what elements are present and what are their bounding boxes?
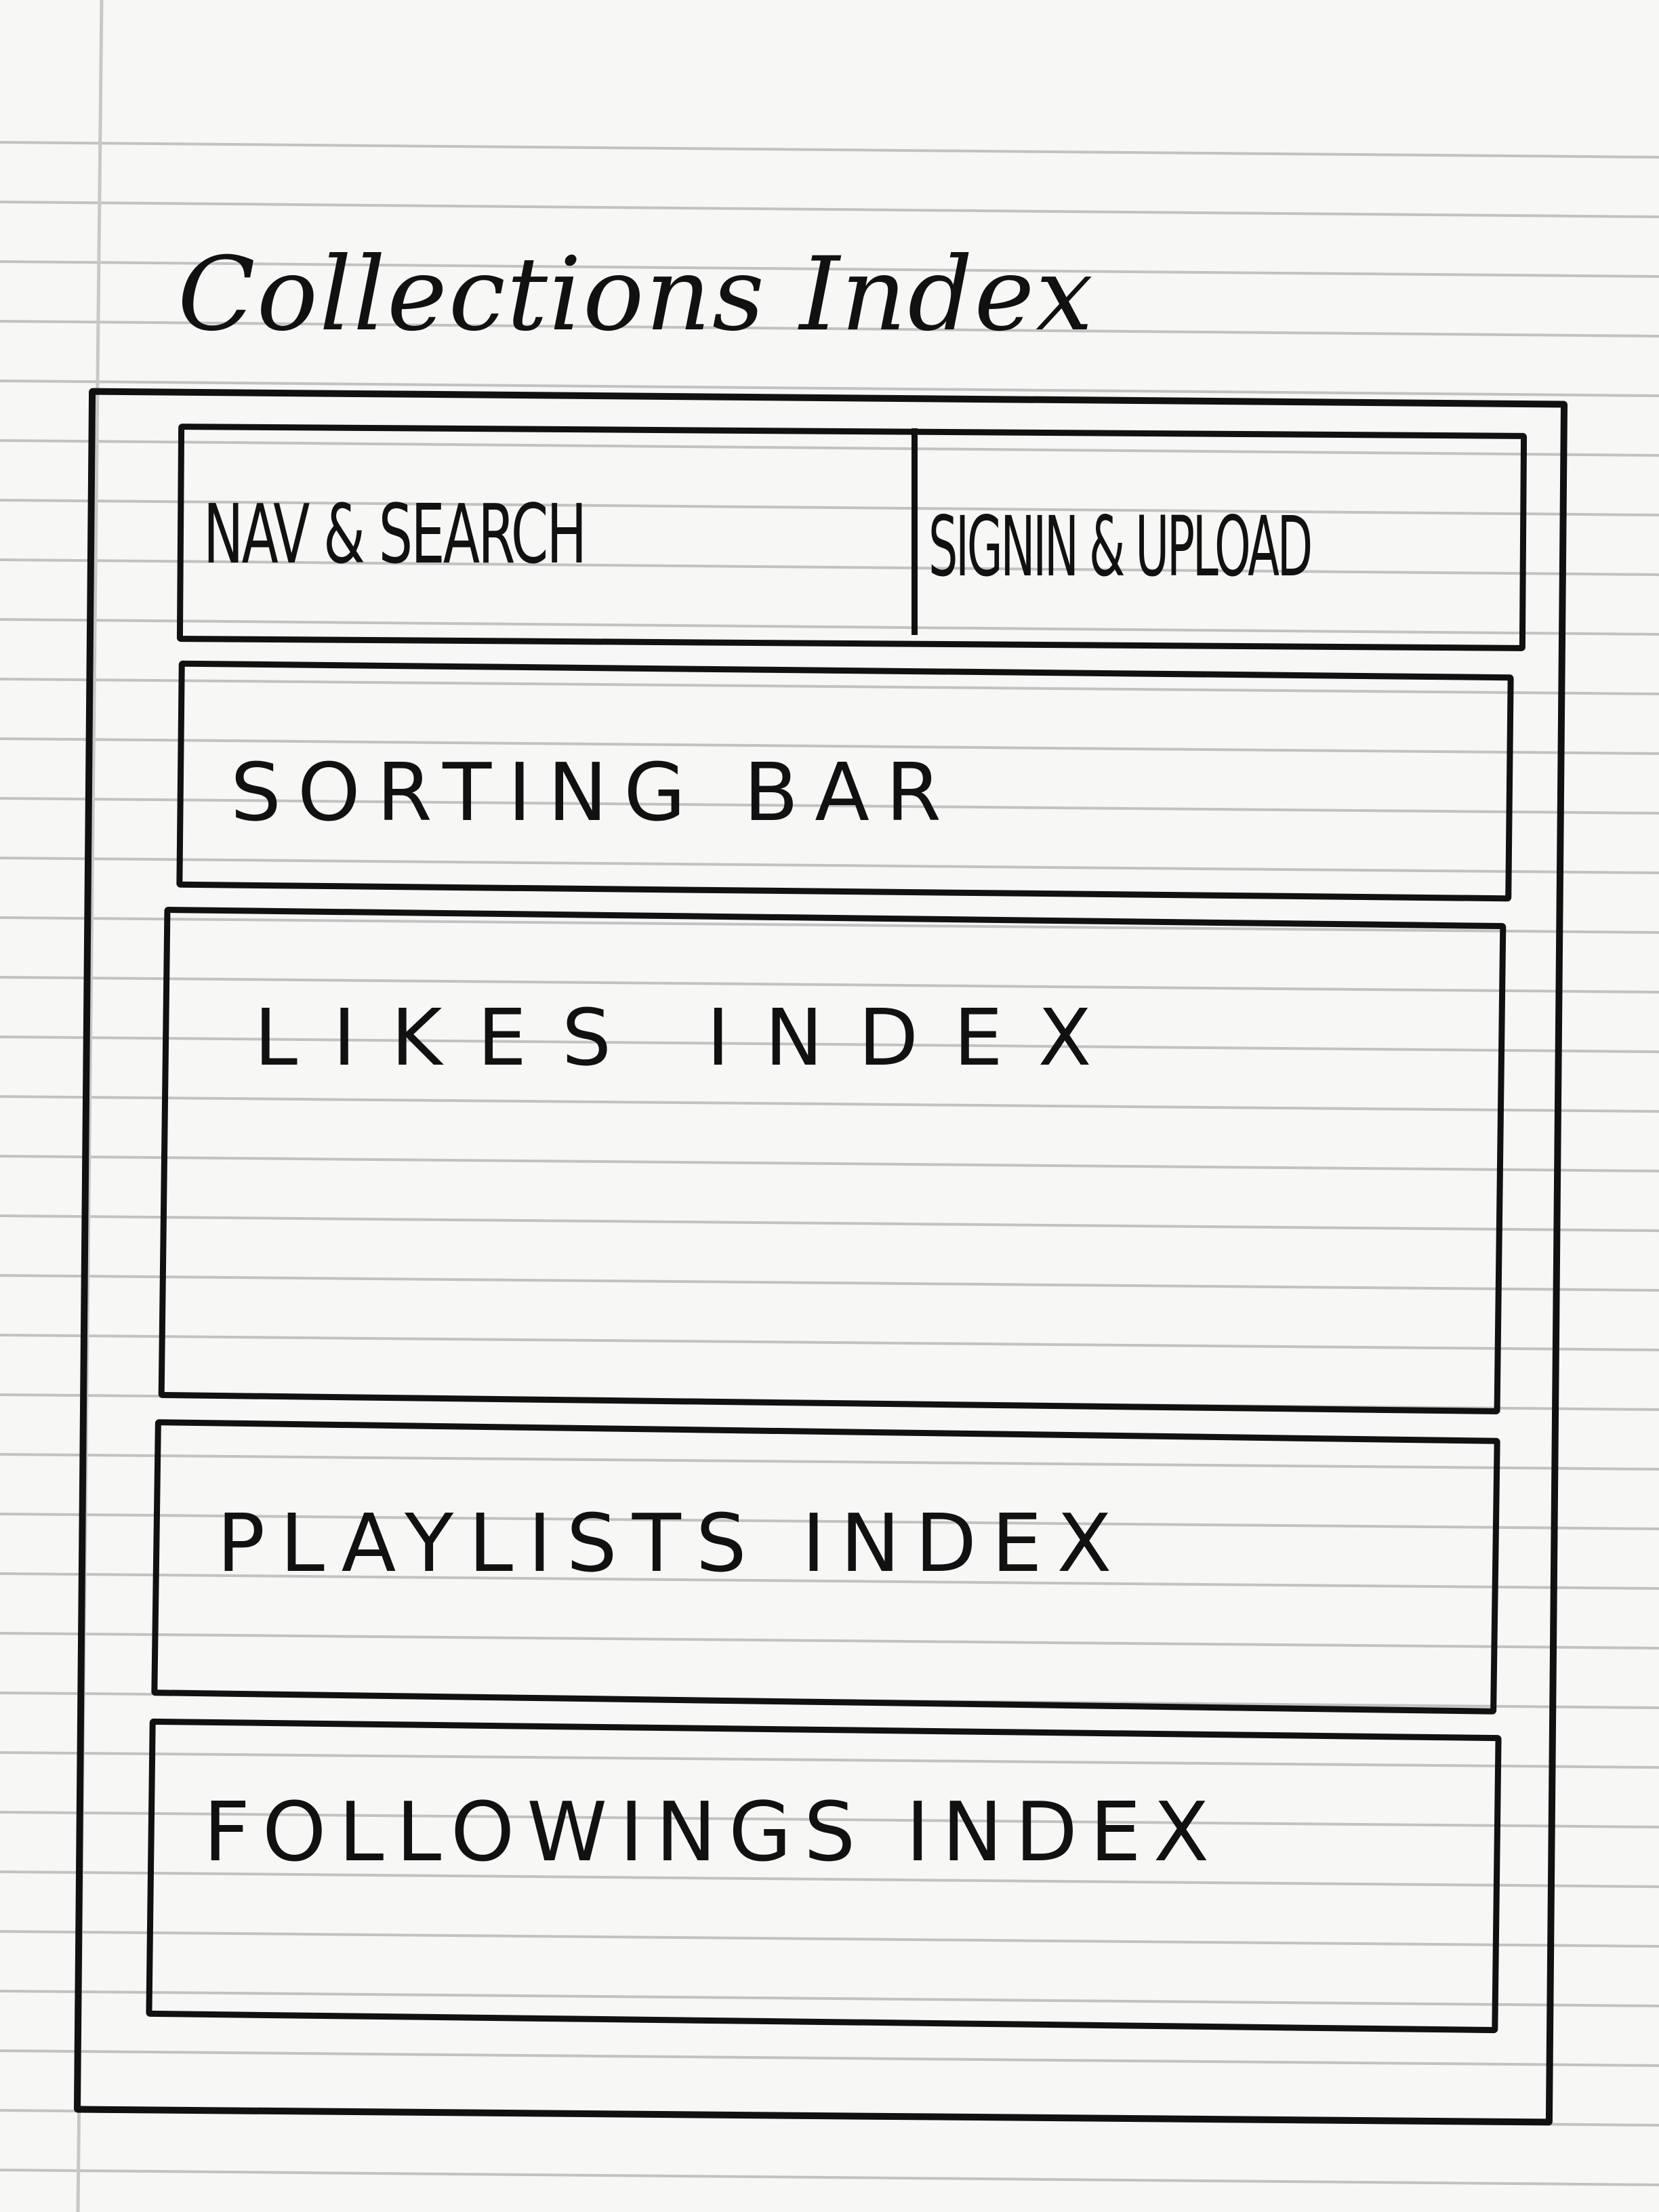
sorting-bar-label: SORTING BAR (230, 745, 958, 839)
paper-rule-line (0, 1095, 1659, 1113)
paper-rule-line (0, 1930, 1659, 1948)
signin-upload-section: SIGNIN & UPLOAD (928, 499, 1313, 595)
paper-rule-line (0, 1692, 1659, 1709)
paper-rule-line (0, 1513, 1659, 1530)
followings-index-label: FOLLOWINGS INDEX (203, 1786, 1222, 1880)
paper-rule-line (0, 1632, 1659, 1650)
paper-rule-line (0, 1811, 1659, 1828)
paper-rule-line (0, 2109, 1659, 2127)
page-title: Collections Index (178, 236, 1094, 354)
paper-rule-line (0, 558, 1659, 576)
paper-rule-line (0, 499, 1659, 516)
paper-rule-line (0, 1393, 1659, 1411)
paper-rule-line (0, 141, 1659, 159)
paper-rule-line (0, 320, 1659, 337)
paper-rule-line (0, 976, 1659, 994)
paper-rule-line (0, 737, 1659, 755)
paper-rule-line (0, 2169, 1659, 2186)
paper-rule-line (0, 380, 1659, 397)
likes-index (158, 906, 1507, 1415)
paper-rule-line (0, 260, 1659, 278)
likes-index-label: LIKES INDEX (254, 993, 1127, 1084)
paper-rule-line (0, 797, 1659, 815)
paper-rule-line (0, 1990, 1659, 2007)
paper-rule-line (0, 678, 1659, 695)
paper-rule-line (0, 439, 1659, 457)
paper-rule-line (0, 1572, 1659, 1590)
paper-rule-line (0, 1214, 1659, 1232)
nav-search-section: NAV & SEARCH (203, 488, 587, 582)
paper-rule-line (0, 1334, 1659, 1351)
paper-rule-line (0, 1036, 1659, 1053)
playlists-index-label: PLAYLISTS INDEX (217, 1496, 1127, 1590)
paper-rule-line (0, 201, 1659, 218)
paper-rule-line (0, 1274, 1659, 1292)
paper-rule-line (0, 1870, 1659, 1888)
paper-rule-line (0, 1155, 1659, 1172)
paper-rule-line (0, 1453, 1659, 1471)
paper-rule-line (0, 618, 1659, 636)
paper-rule-line (0, 1751, 1659, 1769)
paper-rule-line (0, 2049, 1659, 2067)
paper-rule-line (0, 857, 1659, 874)
paper-rule-line (0, 916, 1659, 934)
header-divider (912, 428, 918, 635)
